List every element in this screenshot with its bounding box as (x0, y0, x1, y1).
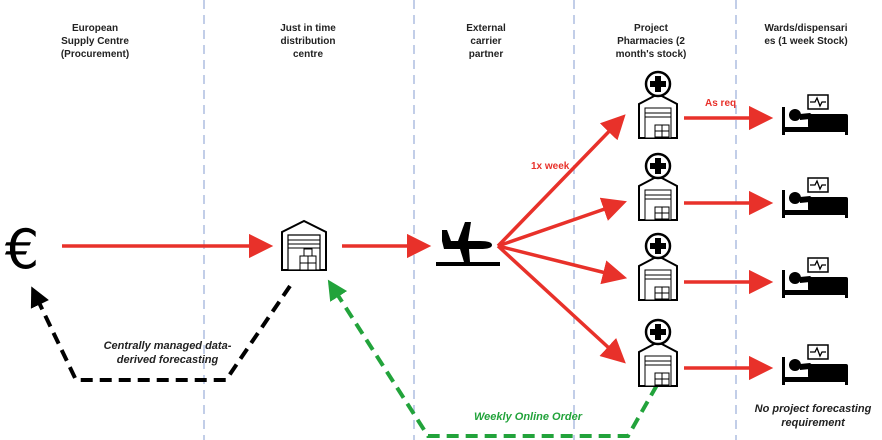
column-header-wards: Wards/dispensari es (1 week Stock) (764, 23, 848, 47)
column-header-carrier: External carrier partner (466, 23, 506, 60)
forecast-feedback-arrow (30, 284, 292, 382)
forecasting-label: Centrally managed data- derived forecast… (103, 340, 232, 366)
hospital-bed-icon (781, 177, 849, 219)
pharmacy-icon (637, 232, 679, 302)
pharmacy-icon (637, 70, 679, 140)
flow-arrow-carrier-to-pharmacy-2 (497, 197, 627, 248)
euro-icon: € (5, 218, 39, 281)
pharmacy-icon (637, 318, 679, 388)
warehouse-icon (281, 220, 327, 271)
flow-arrow-carrier-to-pharmacy-3 (497, 244, 628, 285)
column-header-supply-centre: European Supply Centre (Procurement) (60, 23, 130, 60)
frequency-label: 1x week (531, 161, 570, 172)
column-header-distribution-centre: Just in time distribution centre (280, 23, 336, 60)
flow-arrow-carrier-to-pharmacy-1 (496, 114, 626, 248)
pharmacy-icon (637, 152, 679, 222)
flow-arrow-carrier-to-pharmacy-4 (496, 244, 626, 364)
no-forecasting-label: No project forecasting requirement (754, 403, 872, 429)
weekly-order-arrow (327, 279, 659, 438)
as-required-label: As req (705, 98, 737, 109)
hospital-bed-icon (781, 94, 849, 136)
airplane-icon (436, 222, 500, 266)
column-header-pharmacies: Project Pharmacies (2 month's stock) (615, 23, 687, 60)
weekly-order-label: Weekly Online Order (474, 411, 583, 423)
hospital-bed-icon (781, 344, 849, 386)
hospital-bed-icon (781, 257, 849, 299)
